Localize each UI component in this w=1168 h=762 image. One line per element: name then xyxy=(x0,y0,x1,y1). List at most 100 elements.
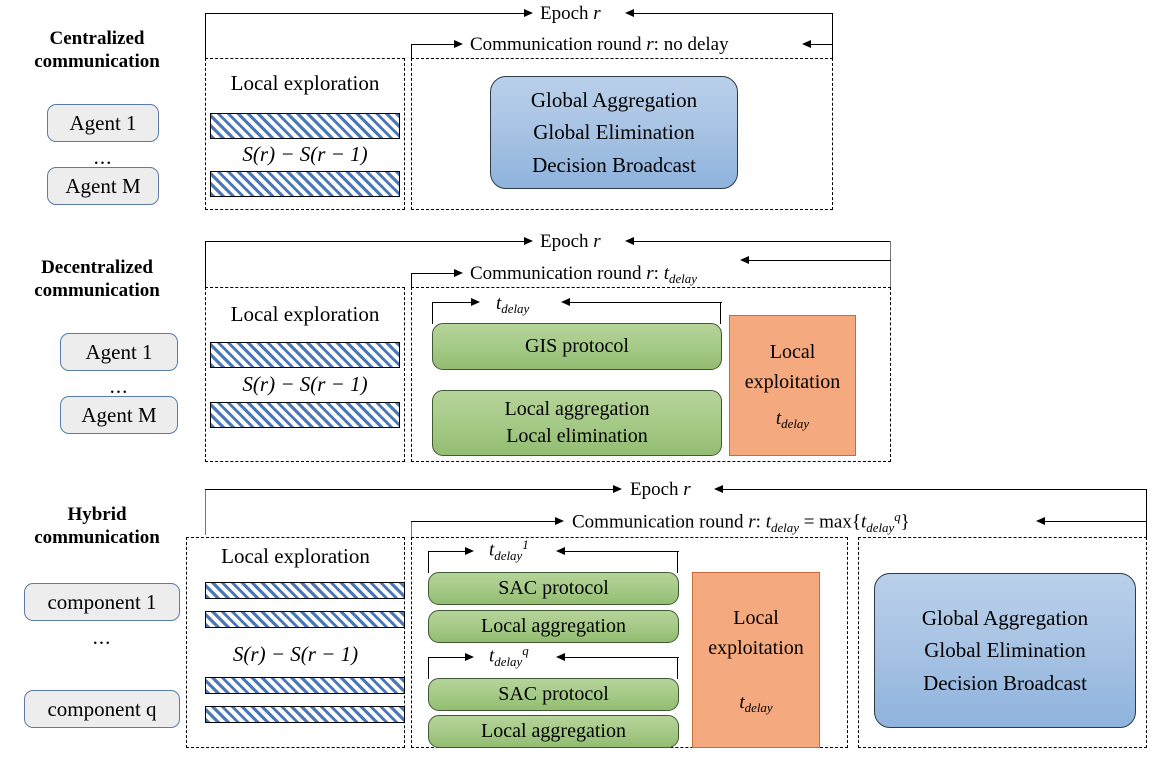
epoch-rail-horizontal-right xyxy=(634,13,833,15)
exploitation-delay-label: tdelay xyxy=(776,405,809,434)
decision-broadcast-label: Decision Broadcast xyxy=(923,670,1087,695)
hatched-bar xyxy=(205,706,405,723)
s-formula-label: S(r) − S(r − 1) xyxy=(242,372,368,397)
epoch-label-decentralized: Epoch r xyxy=(540,231,601,252)
hatched-bar xyxy=(210,402,400,428)
sac-protocol-label: SAC protocol xyxy=(498,683,609,705)
comm-round-label-centralized: Communication round r: no delay xyxy=(470,34,729,55)
communication-panel-centralized xyxy=(411,58,833,210)
exploration-panel-hybrid xyxy=(186,537,405,748)
local-exploration-label: Local exploration xyxy=(230,71,380,96)
sac-protocol-box-1[interactable]: SAC protocol xyxy=(428,572,679,605)
local-aggregation-box-q[interactable]: Local aggregation xyxy=(428,715,679,748)
comm-rail-horizontal-right xyxy=(811,44,833,46)
exploitation-delay-label: tdelay xyxy=(739,689,772,718)
comm-rail-vertical-left xyxy=(411,521,413,537)
comm-round-word: Communication round xyxy=(470,263,642,284)
global-aggregation-label: Global Aggregation xyxy=(530,87,698,112)
inner-delay-rail-vertical-right xyxy=(720,302,722,324)
exploration-panel-centralized xyxy=(205,58,405,210)
delayq-label: tdelayq xyxy=(489,643,529,669)
epoch-rail-vertical-right xyxy=(1146,489,1148,537)
delay1-label: tdelay1 xyxy=(489,537,529,563)
delay-subscript: delay xyxy=(501,301,530,317)
global-aggregation-label: Global Aggregation xyxy=(921,605,1089,630)
delayq-rail-vertical-right xyxy=(677,657,679,679)
local-exploitation-box-hybrid[interactable]: Local exploitation tdelay xyxy=(692,572,820,748)
agent-pill-1[interactable]: Agent 1 xyxy=(60,333,178,371)
local-elimination-label: Local elimination xyxy=(506,425,648,447)
epoch-var: r xyxy=(593,3,601,24)
row-title-hybrid: Hybrid communication xyxy=(2,503,192,549)
component-pill-q[interactable]: component q xyxy=(24,690,180,728)
epoch-rail-vertical-left xyxy=(205,13,207,58)
component-pill-1[interactable]: component 1 xyxy=(24,583,180,621)
comm-round-var: r xyxy=(646,34,654,55)
arrow-right-icon xyxy=(613,485,622,493)
epoch-rail-horizontal-left xyxy=(205,13,525,15)
delay1-rail-vertical-left xyxy=(428,551,430,573)
s-formula-label: S(r) − S(r − 1) xyxy=(232,642,359,667)
local-aggregation-box-1[interactable]: Local aggregation xyxy=(428,610,679,643)
comm-rail-horizontal-left xyxy=(411,273,455,275)
arrow-right-icon xyxy=(524,9,533,17)
hatched-bar xyxy=(205,677,405,694)
inner-delay-rail-horizontal-right xyxy=(570,302,722,304)
sac-protocol-label: SAC protocol xyxy=(498,577,609,599)
delayq-rail-horizontal-right xyxy=(565,657,679,659)
arrow-right-icon xyxy=(454,269,463,277)
epoch-rail-horizontal-right xyxy=(634,241,891,243)
row-title-line2: communication xyxy=(34,527,160,549)
exploitation-label: exploitation xyxy=(708,636,804,659)
row-title-line1: Hybrid xyxy=(67,504,127,525)
agent-pill-1[interactable]: Agent 1 xyxy=(47,104,159,142)
epoch-var: r xyxy=(593,231,601,252)
t-symbol: t xyxy=(663,263,669,284)
agent-ellipsis: ... xyxy=(109,374,129,398)
t-symbol: t xyxy=(489,539,495,561)
inner-delay-rail-vertical-left xyxy=(432,302,434,324)
delay-subscript: delay xyxy=(668,271,697,287)
arrow-right-icon xyxy=(471,298,480,306)
hatched-bar xyxy=(205,582,405,599)
global-panel-hybrid xyxy=(858,537,1147,748)
local-exploitation-box-decentralized[interactable]: Local exploitation tdelay xyxy=(729,315,856,456)
epoch-word: Epoch xyxy=(540,231,589,252)
delayq-rail-horizontal-left xyxy=(428,657,466,659)
global-elimination-label: Global Elimination xyxy=(533,120,695,145)
comm-round-label-hybrid: Communication round r: tdelay = max{tdel… xyxy=(572,509,910,535)
comm-rail-horizontal-left xyxy=(411,44,455,46)
t-symbol: t xyxy=(765,511,771,533)
epoch-word: Epoch xyxy=(540,3,589,24)
epoch-rail-vertical-left xyxy=(205,241,207,287)
arrow-left-icon xyxy=(625,9,634,17)
arrow-left-icon xyxy=(556,547,565,555)
arrow-right-icon xyxy=(454,40,463,48)
row-title-centralized: Centralized communication xyxy=(2,27,192,73)
delay1-rail-horizontal-right xyxy=(565,551,679,553)
comm-rail-vertical-left xyxy=(411,44,413,58)
s-formula-label: S(r) − S(r − 1) xyxy=(242,142,368,167)
sac-protocol-box-q[interactable]: SAC protocol xyxy=(428,678,679,711)
gis-protocol-box[interactable]: GIS protocol xyxy=(432,323,722,370)
comm-rail-horizontal-left xyxy=(411,521,556,523)
delayq-rail-vertical-left xyxy=(428,657,430,679)
row-title-line1: Centralized xyxy=(49,28,145,49)
comm-round-var: r xyxy=(748,511,756,533)
epoch-rail-vertical-right xyxy=(832,13,834,59)
communication-panel-decentralized xyxy=(411,287,891,462)
global-box-hybrid[interactable]: Global Aggregation Global Elimination De… xyxy=(874,573,1136,728)
global-box-centralized[interactable]: Global Aggregation Global Elimination De… xyxy=(490,76,738,189)
epoch-rail-horizontal-right xyxy=(723,489,1147,491)
local-aggregation-label: Local aggregation xyxy=(481,615,626,637)
comm-round-word: Communication round xyxy=(572,511,744,533)
agent-pill-m[interactable]: Agent M xyxy=(60,396,178,434)
local-aggregation-elimination-box[interactable]: Local aggregation Local elimination xyxy=(432,390,722,456)
epoch-rail-horizontal-left xyxy=(205,489,614,491)
arrow-left-icon xyxy=(740,256,749,264)
exploitation-label: exploitation xyxy=(744,371,841,394)
one-superscript: 1 xyxy=(522,537,529,552)
epoch-word: Epoch xyxy=(630,479,679,500)
agent-pill-m[interactable]: Agent M xyxy=(47,167,159,205)
